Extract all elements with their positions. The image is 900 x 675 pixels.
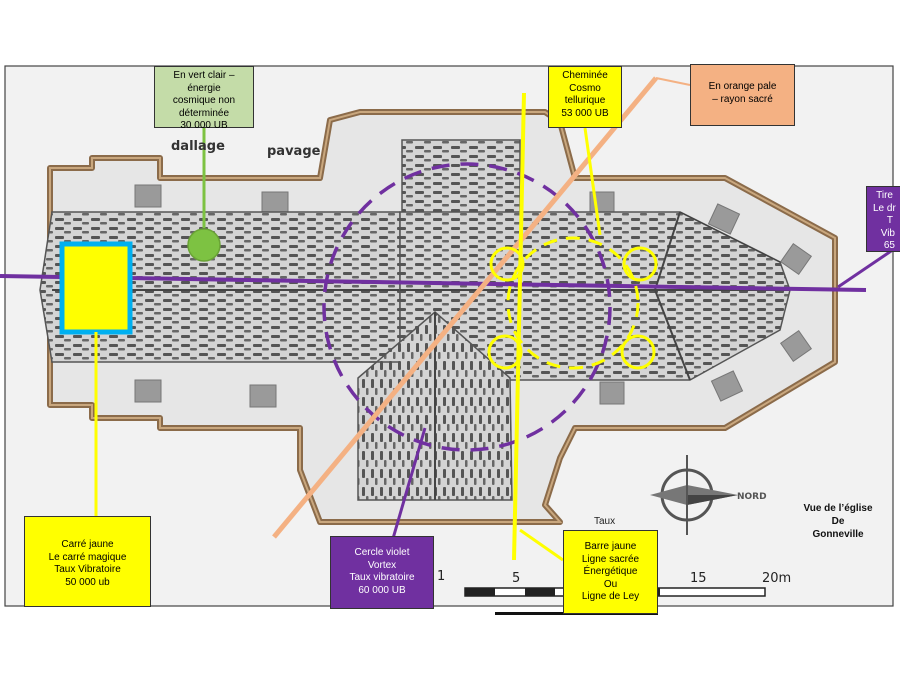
callout-line: 53 000 UB (561, 107, 609, 119)
violet-pointer-right (837, 243, 900, 289)
callout-line: Ou (603, 578, 618, 590)
orange-sacred-ray (272, 76, 658, 539)
callout-yellow-square: Carré jaune Le carré magique Taux Vibrat… (24, 516, 151, 607)
callout-line: Le dr (873, 202, 896, 214)
taux-label: Taux (594, 516, 616, 527)
title-line: Gonneville (812, 529, 864, 540)
yellow-ley-line (512, 92, 526, 561)
scale-label-15: 15 (690, 571, 707, 586)
callout-green-energy: En vert clair – énergie cosmique non dét… (154, 66, 254, 131)
title-line: De (831, 516, 845, 527)
label-pavage: pavage (267, 144, 321, 159)
scale-label-5: 5 (512, 571, 520, 586)
callout-line: Ligne sacrée (581, 553, 640, 565)
church-title: Vue de l’église De Gonneville (790, 502, 886, 541)
callout-line: 65 (883, 240, 895, 251)
callout-line: Cheminée (562, 70, 608, 81)
callout-line: 30 000 UB (180, 120, 228, 131)
callout-line: Vib (880, 227, 895, 239)
label-nord: NORD (737, 492, 767, 502)
callout-chimney: Cheminée Cosmo tellurique 53 000 UB (548, 66, 622, 128)
callout-line: Ligne de Ley (581, 591, 640, 602)
callout-line: 50 000 ub (65, 576, 110, 588)
callout-line: Cosmo (569, 82, 601, 94)
label-dallage: dallage (171, 139, 225, 154)
yellow-chimney-circles (487, 236, 658, 370)
callout-line: Le carré magique (48, 551, 127, 563)
callout-violet-circle: Cercle violet Vortex Taux vibratoire 60 … (330, 536, 434, 609)
callout-line: 60 000 UB (358, 584, 406, 596)
scale-label-1: 1 (437, 569, 445, 584)
callout-line: T (886, 215, 893, 226)
callout-line: Tire (876, 190, 893, 201)
green-energy-dot (187, 228, 221, 262)
callout-line: – rayon sacré (712, 93, 773, 105)
callout-line: Cercle violet (354, 547, 410, 558)
callout-line: Taux Vibratoire (54, 564, 121, 575)
yellow-magic-square (59, 241, 133, 335)
violet-axis-line (0, 274, 867, 292)
callout-line: En orange pale (708, 81, 777, 92)
callout-line: déterminée (178, 107, 230, 119)
callout-connectors (94, 77, 691, 562)
callout-line: En vert clair – énergie (173, 70, 235, 94)
callout-line: tellurique (564, 95, 606, 106)
callout-line: Vortex (367, 559, 397, 571)
callout-yellow-bar: Barre jaune Ligne sacrée Énergétique Ou … (563, 530, 658, 614)
callout-line: Carré jaune (61, 539, 114, 550)
callout-orange-ray: En orange pale – rayon sacré (690, 64, 795, 126)
compass-rose (650, 455, 738, 535)
callout-line: Énergétique (583, 566, 638, 577)
title-line: Vue de l’église (803, 503, 873, 514)
callout-line: Taux vibratoire (349, 572, 415, 583)
scale-label-20m: 20m (762, 571, 791, 586)
violet-vortex-circle (322, 162, 612, 452)
callout-right-violet: Tire Le dr T Vib 65 (866, 186, 900, 252)
callout-line: Barre jaune (584, 541, 637, 552)
callout-line: cosmique non (172, 95, 236, 106)
